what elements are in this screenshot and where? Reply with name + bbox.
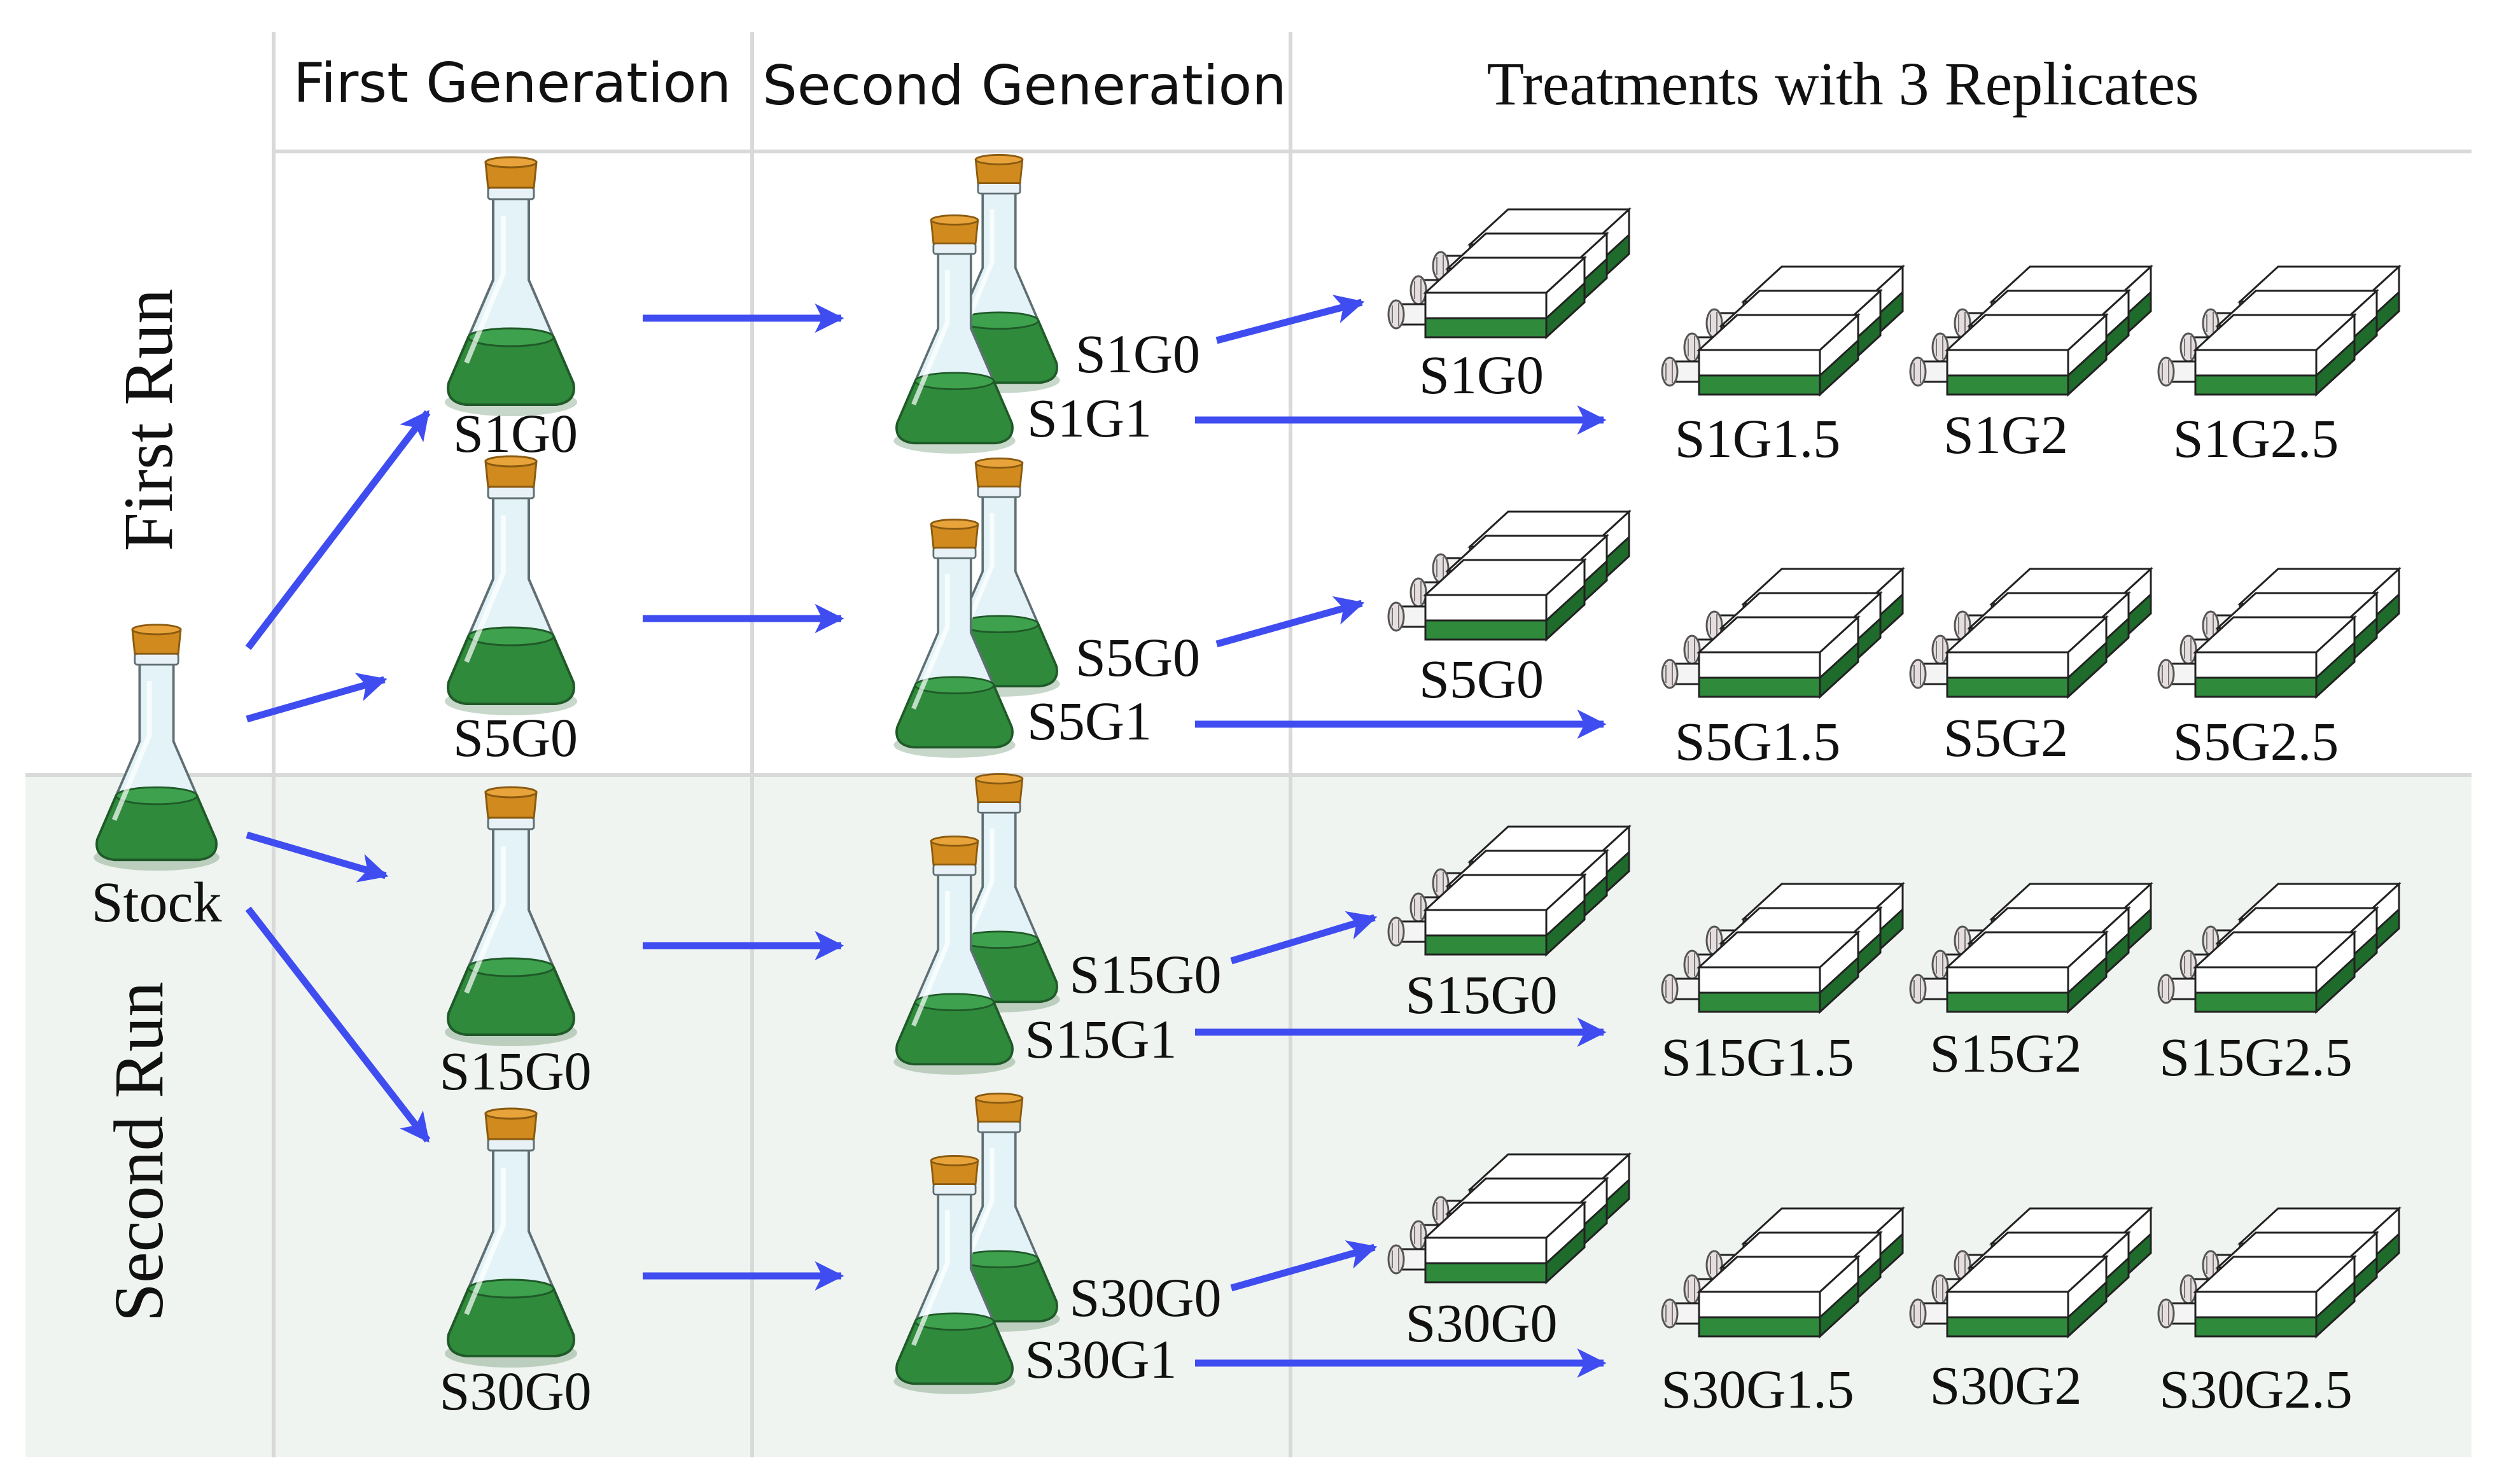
second-gen-label-g1: S30G1: [1025, 1329, 1177, 1390]
arrow-icon: [1215, 295, 1365, 344]
arrow-icon: [1215, 596, 1365, 648]
second-gen-label-g0: S5G0: [1075, 627, 1200, 688]
culture-flask-icon: [2158, 267, 2399, 395]
treatment-label: S5G1.5: [1675, 711, 1840, 772]
arrow-icon: [245, 906, 431, 1143]
first-gen-label: S5G0: [453, 707, 578, 768]
treatment-label: S30G2.5: [2159, 1359, 2352, 1420]
arrow-icon: [1230, 911, 1378, 965]
culture-flask-icon: [1388, 209, 1629, 337]
treatment-label: S30G1.5: [1661, 1359, 1854, 1420]
treatment-label: S5G2.5: [2173, 711, 2339, 772]
second-gen-label-g1: S15G1: [1025, 1009, 1177, 1070]
arrow-icon: [1230, 1240, 1378, 1292]
second-gen-label-g1: S1G1: [1027, 388, 1152, 449]
treatment-label: S30G2: [1930, 1355, 2082, 1416]
row-s1: S1G0 S1G0 S1G1 S1G0 S1G1.5 S1G2 S1G2.5: [445, 155, 2399, 469]
stock-label: Stock: [91, 871, 221, 934]
treatment-label: S1G2.5: [2173, 408, 2339, 469]
second-gen-label-g0: S30G0: [1070, 1267, 1222, 1328]
row-s30: S30G0 S30G0 S30G1 S30G0 S30G1.5 S30G2 S3…: [440, 1093, 2399, 1422]
second-gen-label-g0: S1G0: [1075, 323, 1200, 384]
label-first-run: First Run: [109, 289, 187, 552]
culture-flask-icon: [2158, 569, 2399, 697]
culture-flask-icon: [1910, 569, 2151, 697]
treatment-label: S1G2: [1943, 404, 2068, 465]
second-gen-label-g1: S5G1: [1027, 690, 1152, 752]
first-gen-label: S1G0: [453, 403, 578, 464]
first-gen-label: S15G0: [440, 1040, 592, 1102]
arrow-icon: [246, 831, 389, 883]
arrow-icon: [246, 673, 388, 723]
culture-flask-icon: [1662, 569, 1903, 697]
treatment-label: S5G2: [1943, 707, 2068, 768]
header-second-generation: Second Generation: [762, 54, 1287, 118]
treatment-label: S15G2.5: [2159, 1026, 2352, 1088]
second-gen-label-g0: S15G0: [1070, 944, 1222, 1005]
row-s15: S15G0 S15G0 S15G1 S15G0 S15G1.5 S15G2 S1…: [440, 774, 2399, 1102]
header-treatments: Treatments with 3 Replicates: [1487, 50, 2199, 118]
header-first-generation: First Generation: [293, 52, 731, 115]
treatment-label: S1G1.5: [1675, 408, 1840, 469]
treatment-label: S15G1.5: [1661, 1026, 1854, 1088]
culture-flask-icon: [1910, 267, 2151, 395]
flask-icon: [445, 456, 577, 715]
table-grid: [25, 32, 2472, 1457]
treatment-label: S15G2: [1930, 1023, 2082, 1084]
stock-arrows: [245, 410, 431, 1143]
treatment-label: S1G0: [1419, 344, 1544, 405]
arrow-icon: [245, 410, 431, 650]
treatment-label: S5G0: [1419, 648, 1544, 710]
second-run-background: [25, 775, 2472, 1457]
culture-flask-icon: [1662, 267, 1903, 395]
first-gen-label: S30G0: [440, 1361, 592, 1422]
stock-flask-icon: [94, 625, 220, 871]
treatment-label: S30G0: [1406, 1292, 1558, 1354]
row-s5: S5G0 S5G0 S5G1 S5G0 S5G1.5 S5G2 S5G2.5: [445, 456, 2399, 772]
label-second-run: Second Run: [100, 982, 178, 1322]
flask-icon: [445, 157, 577, 416]
culture-flask-icon: [1388, 512, 1629, 640]
treatment-label: S15G0: [1406, 964, 1558, 1025]
